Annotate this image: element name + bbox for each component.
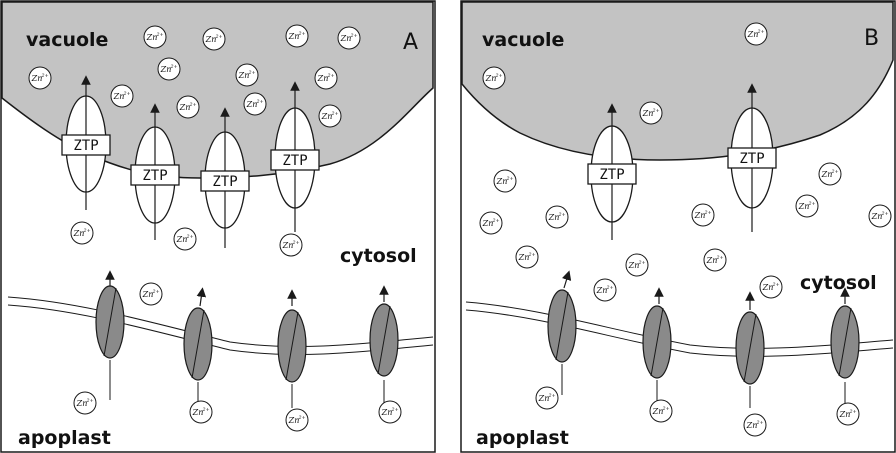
ztp-label: ZTP: [282, 153, 307, 169]
zn-ion: Zn2+: [338, 27, 360, 49]
zn-ion: Zn2+: [480, 212, 502, 234]
svg-text:2+: 2+: [756, 29, 764, 35]
ztp-label: ZTP: [599, 167, 624, 183]
zn-ion: Zn2+: [280, 234, 302, 256]
svg-text:2+: 2+: [155, 32, 163, 38]
panel-letter: B: [864, 26, 879, 51]
svg-text:2+: 2+: [185, 234, 193, 240]
svg-text:2+: 2+: [715, 255, 723, 261]
ztp-label: ZTP: [212, 174, 237, 190]
panel-a: vacuole A cytosol apoplast ZTP ZTP ZTP: [1, 1, 435, 452]
svg-text:2+: 2+: [326, 73, 334, 79]
zn-ion: Zn2+: [692, 204, 714, 226]
svg-text:2+: 2+: [40, 73, 48, 79]
zn-ion: Zn2+: [536, 387, 558, 409]
svg-text:2+: 2+: [637, 260, 645, 266]
cytosol-label: cytosol: [800, 272, 877, 294]
zn-ion: Zn2+: [704, 249, 726, 271]
svg-text:2+: 2+: [330, 111, 338, 117]
zn-ion: Zn2+: [650, 400, 672, 422]
svg-text:2+: 2+: [661, 406, 669, 412]
cytosol-label: cytosol: [340, 245, 417, 267]
svg-text:2+: 2+: [169, 64, 177, 70]
svg-text:2+: 2+: [494, 73, 502, 79]
svg-text:2+: 2+: [651, 108, 659, 114]
zn-ion: Zn2+: [286, 25, 308, 47]
svg-text:2+: 2+: [297, 31, 305, 37]
zn-ion: Zn2+: [745, 23, 767, 45]
svg-text:2+: 2+: [201, 407, 209, 413]
svg-text:2+: 2+: [349, 33, 357, 39]
vacuole-label: vacuole: [482, 29, 564, 51]
zn-ion: Zn2+: [640, 102, 662, 124]
zn-ion: Zn2+: [546, 206, 568, 228]
zn-ion: Zn2+: [494, 170, 516, 192]
svg-text:2+: 2+: [255, 99, 263, 105]
svg-text:2+: 2+: [247, 70, 255, 76]
zn-ion: Zn2+: [760, 276, 782, 298]
svg-text:2+: 2+: [122, 91, 130, 97]
svg-text:2+: 2+: [605, 285, 613, 291]
svg-text:2+: 2+: [807, 201, 815, 207]
svg-text:2+: 2+: [390, 407, 398, 413]
zn-ion: Zn2+: [190, 401, 212, 423]
zn-ion: Zn2+: [244, 93, 266, 115]
zn-ion: Zn2+: [626, 254, 648, 276]
zn-ion: Zn2+: [319, 105, 341, 127]
svg-text:2+: 2+: [82, 228, 90, 234]
svg-text:2+: 2+: [527, 252, 535, 258]
panel-b: vacuole B cytosol apoplast ZTP ZTP: [461, 1, 895, 452]
zn-ion: Zn2+: [236, 64, 258, 86]
ztp-label: ZTP: [739, 151, 764, 167]
zn-ion: Zn2+: [837, 403, 859, 425]
svg-text:2+: 2+: [848, 409, 856, 415]
zn-ion: Zn2+: [869, 205, 891, 227]
zn-ion: Zn2+: [286, 409, 308, 431]
svg-text:2+: 2+: [880, 211, 888, 217]
svg-text:2+: 2+: [830, 169, 838, 175]
svg-text:2+: 2+: [85, 398, 93, 404]
apoplast-label: apoplast: [476, 427, 569, 449]
svg-text:2+: 2+: [297, 415, 305, 421]
zn-ion: Zn2+: [744, 414, 766, 436]
zn-ion: Zn2+: [174, 228, 196, 250]
zn-ion: Zn2+: [144, 26, 166, 48]
zn-ion: Zn2+: [140, 283, 162, 305]
svg-text:2+: 2+: [151, 289, 159, 295]
panel-letter: A: [403, 30, 418, 55]
zn-ion: Zn2+: [177, 96, 199, 118]
svg-text:2+: 2+: [214, 34, 222, 40]
ztp-label: ZTP: [142, 168, 167, 184]
apoplast-label: apoplast: [18, 427, 111, 449]
zn-ion: Zn2+: [29, 67, 51, 89]
zn-ion: Zn2+: [379, 401, 401, 423]
zn-ion: Zn2+: [516, 246, 538, 268]
svg-text:2+: 2+: [505, 176, 513, 182]
zn-ion: Zn2+: [203, 28, 225, 50]
zn-ion: Zn2+: [71, 222, 93, 244]
zn-ion: Zn2+: [158, 58, 180, 80]
svg-text:2+: 2+: [491, 218, 499, 224]
svg-text:2+: 2+: [755, 420, 763, 426]
zn-ion: Zn2+: [111, 85, 133, 107]
ztp-label: ZTP: [73, 138, 98, 154]
svg-text:2+: 2+: [547, 393, 555, 399]
zn-ion: Zn2+: [74, 392, 96, 414]
zn-ion: Zn2+: [315, 67, 337, 89]
zn-ion: Zn2+: [483, 67, 505, 89]
zn-ion: Zn2+: [819, 163, 841, 185]
svg-text:2+: 2+: [771, 282, 779, 288]
svg-text:2+: 2+: [703, 210, 711, 216]
svg-text:2+: 2+: [188, 102, 196, 108]
svg-text:2+: 2+: [557, 212, 565, 218]
zn-ion: Zn2+: [796, 195, 818, 217]
zn-ion: Zn2+: [594, 279, 616, 301]
svg-text:2+: 2+: [291, 240, 299, 246]
vacuole-label: vacuole: [26, 29, 108, 51]
